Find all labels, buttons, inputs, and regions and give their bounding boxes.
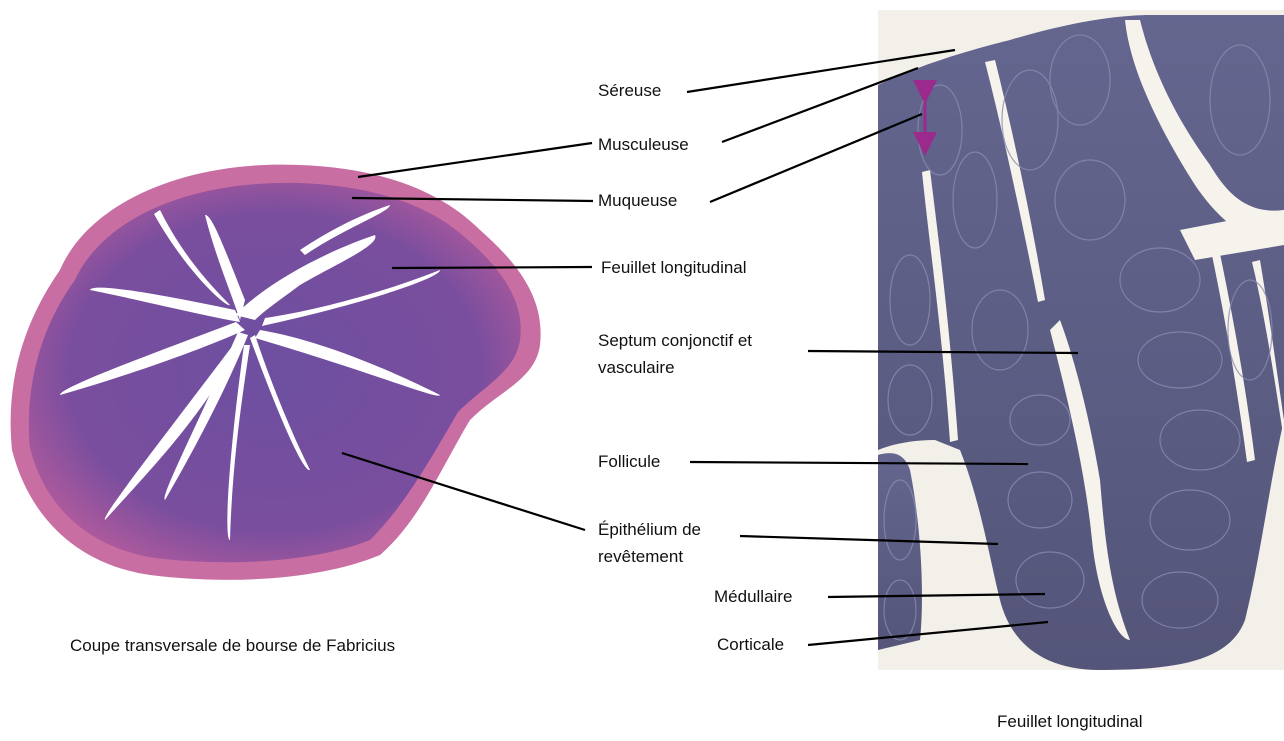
- label-corticale: Corticale: [717, 634, 784, 656]
- label-muqueuse: Muqueuse: [598, 190, 677, 212]
- label-septum-line2: vasculaire: [598, 357, 675, 379]
- label-musculeuse: Musculeuse: [598, 134, 689, 156]
- leader-musculeuse-left: [358, 143, 592, 177]
- leader-feuillet: [392, 267, 592, 268]
- label-medullaire: Médullaire: [714, 586, 792, 608]
- caption-longitudinal: Feuillet longitudinal: [997, 712, 1143, 732]
- label-feuillet-longitudinal: Feuillet longitudinal: [601, 257, 747, 279]
- label-epithelium-line1: Épithélium de: [598, 519, 701, 541]
- transverse-section-image: [11, 165, 541, 580]
- label-follicule: Follicule: [598, 451, 660, 473]
- longitudinal-micrograph: [878, 10, 1284, 670]
- caption-transverse-section: Coupe transversale de bourse de Fabriciu…: [70, 636, 395, 656]
- label-septum-line1: Septum conjonctif et: [598, 330, 752, 352]
- label-sereuse: Séreuse: [598, 80, 661, 102]
- label-epithelium-line2: revêtement: [598, 546, 683, 568]
